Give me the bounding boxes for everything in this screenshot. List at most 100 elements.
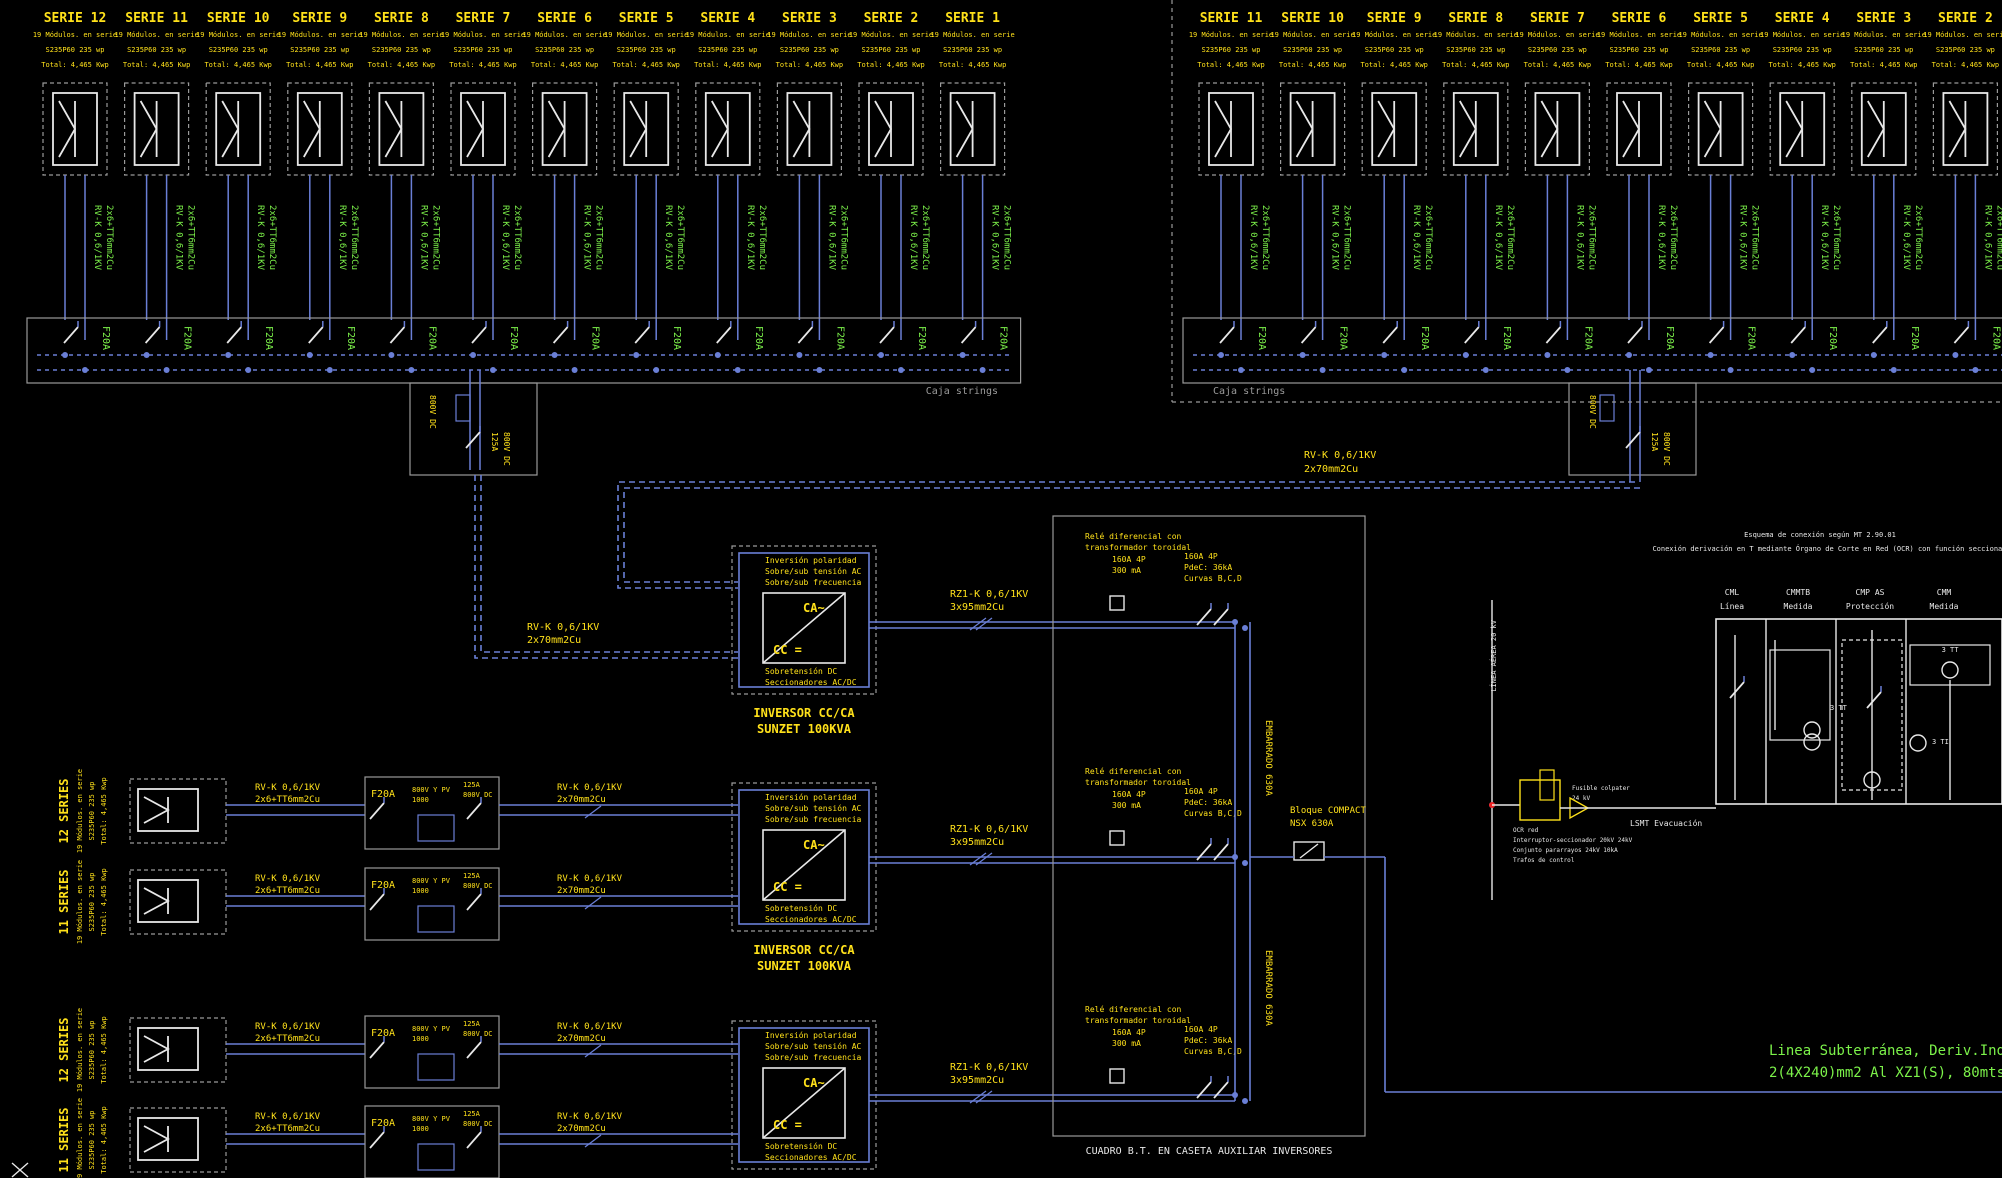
series-info: S235P60 235 wp xyxy=(1283,46,1342,54)
breaker-label: Curvas B,C,D xyxy=(1184,574,1242,583)
string-fuse-switch xyxy=(1219,326,1235,344)
breaker-switch-icon xyxy=(1213,843,1229,861)
inverter-cc: CC = xyxy=(773,880,802,894)
rcd-label: 300 mA xyxy=(1112,1039,1141,1048)
mv-cell-label: CML xyxy=(1725,588,1740,597)
string-fuse-label: F20A xyxy=(1338,326,1349,350)
series-info: Total: 4,465 Kwp xyxy=(1524,61,1591,69)
group-title: 11 SERIES xyxy=(57,869,71,934)
string-cable-label: 2x6+TT6mm2Cu xyxy=(1750,205,1760,270)
pv-module-icon xyxy=(949,92,996,166)
string-fuse-label: F20A xyxy=(916,326,927,350)
pv-module-diode-mark xyxy=(143,1125,170,1153)
inverter-dashed-frame xyxy=(731,545,877,695)
series-info: Total: 4,465 Kwp xyxy=(939,61,1006,69)
lv-panel-label: CUADRO B.T. EN CASETA AUXILIAR INVERSORE… xyxy=(1086,1146,1333,1157)
pv-module-icon xyxy=(1942,92,1989,166)
series-title: SERIE 7 xyxy=(1530,11,1585,26)
mv-title: Esquema de conexión según MT 2.90.01 xyxy=(1744,531,1896,539)
junction-dot xyxy=(326,367,333,373)
busbar-label: EMBARRADO 630A xyxy=(1263,720,1273,796)
inverter-label: SUNZET 100KVA xyxy=(757,959,852,973)
module-frame xyxy=(776,82,843,176)
series-info: S235P60 235 wp xyxy=(1609,46,1668,54)
inverter-feature: Sobre/sub tensión AC xyxy=(765,1041,862,1051)
pv-module-icon xyxy=(868,92,914,166)
mv-ocr-label: OCR red xyxy=(1513,827,1539,834)
inverter-symbol-diag xyxy=(762,829,846,901)
string-cable-label: RV-K 0,6/1KV xyxy=(826,205,836,271)
string-fuse-label: F20A xyxy=(100,326,111,350)
pv-module-icon xyxy=(1289,92,1336,166)
group-cable-label: 2x6+TT6mm2Cu xyxy=(255,886,320,896)
group-switch-icon xyxy=(466,802,482,820)
group-feeder-label: RV-K 0,6/1KV xyxy=(557,783,623,793)
series-info: S235P60 235 wp xyxy=(1365,46,1424,54)
mv-cell-label: CMP AS xyxy=(1856,588,1885,597)
series-info: Total: 4,465 Kwp xyxy=(368,61,435,69)
breaker-label: PdeC: 36kA xyxy=(1184,1036,1232,1045)
string-fuse-label: F20A xyxy=(182,326,193,350)
junction-dot xyxy=(633,352,640,358)
series-title: SERIE 4 xyxy=(700,11,755,26)
main-dc-switch-label: 800V DC xyxy=(502,432,511,466)
string-fuse-label: F20A xyxy=(1419,326,1430,350)
mv-cell-label: Medida xyxy=(1784,602,1813,611)
group-info: Total: 4,465 Kwp xyxy=(100,777,108,844)
series-info: 19 Módulos. en serie xyxy=(767,31,851,39)
group-feeder-label: 2x70mm2Cu xyxy=(557,1034,606,1044)
string-cable-label: RV-K 0,6/1KV xyxy=(1819,205,1829,271)
series-title: SERIE 8 xyxy=(374,11,429,26)
group-fuse-icon xyxy=(369,802,385,820)
series-info: Total: 4,465 Kwp xyxy=(1850,61,1917,69)
pv-module-icon xyxy=(133,92,180,166)
string-cable-label: 2x6+TT6mm2Cu xyxy=(920,205,930,270)
string-cable-label: RV-K 0,6/1KV xyxy=(582,205,592,271)
mv-ti-label: 3 TI xyxy=(1932,738,1949,746)
string-cable-label: 2x6+TT6mm2Cu xyxy=(1831,205,1841,270)
spd-label: 1000 xyxy=(412,796,429,804)
inverter-feature: Seccionadores AC/DC xyxy=(765,1153,857,1162)
series-info: S235P60 235 wp xyxy=(1446,46,1505,54)
inverter-symbol xyxy=(762,1067,846,1139)
series-info: 19 Módulos. en serie xyxy=(1270,31,1354,39)
pv-module-icon xyxy=(460,92,506,166)
pv-module-icon xyxy=(1534,92,1581,166)
mv-switchgear-frame xyxy=(1715,618,2002,805)
series-info: Total: 4,465 Kwp xyxy=(286,61,353,69)
string-cable-label: RV-K 0,6/1KV xyxy=(500,205,510,271)
series-title: SERIE 7 xyxy=(456,11,511,26)
string-fuse-switch xyxy=(634,326,650,344)
junction-dot xyxy=(1381,352,1388,358)
caja-strings-frame xyxy=(26,317,1022,384)
caja-strings-label: Caja strings xyxy=(1213,386,1285,397)
main-dc-switch-icon xyxy=(1625,431,1641,449)
pv-module-diode-mark xyxy=(955,100,974,158)
rcd-icon xyxy=(1109,595,1125,611)
junction-dot xyxy=(470,352,476,358)
string-cable-label: RV-K 0,6/1KV xyxy=(1656,205,1666,271)
dc-feeder-left xyxy=(474,475,738,659)
mv-fusible-label: Fusible colpater xyxy=(1572,785,1630,792)
mv-line-switch-icon xyxy=(1729,681,1745,699)
pv-module-diode-mark xyxy=(1703,100,1722,158)
series-title: SERIE 3 xyxy=(1856,11,1911,26)
string-cable-label: 2x6+TT6mm2Cu xyxy=(512,205,522,270)
group-info: Total: 4,465 Kwp xyxy=(100,1106,108,1173)
string-fuse-switch xyxy=(471,326,487,344)
string-cable-label: RV-K 0,6/1KV xyxy=(990,205,1000,271)
series-title: SERIE 10 xyxy=(1281,11,1344,26)
group-title: 12 SERIES xyxy=(57,778,71,843)
mv-cell-label: Protección xyxy=(1846,601,1894,611)
pv-module-icon xyxy=(296,92,343,166)
inverter-feature: Sobre/sub tensión AC xyxy=(765,566,862,576)
series-title: SERIE 8 xyxy=(1448,11,1503,26)
breaker-label: 160A 4P xyxy=(1184,1025,1218,1034)
spd-block-icon xyxy=(417,905,455,933)
inverter-label: INVERSOR CC/CA xyxy=(753,943,855,957)
inverter-ca: CA~ xyxy=(803,601,825,615)
series-info: 19 Módulos. en serie xyxy=(1434,31,1518,39)
string-fuse-label: F20A xyxy=(345,326,356,350)
mv-cable-label: Linea Subterránea, Deriv.Individ xyxy=(1769,1043,2002,1059)
rcd-label: 160A 4P xyxy=(1112,1028,1146,1037)
